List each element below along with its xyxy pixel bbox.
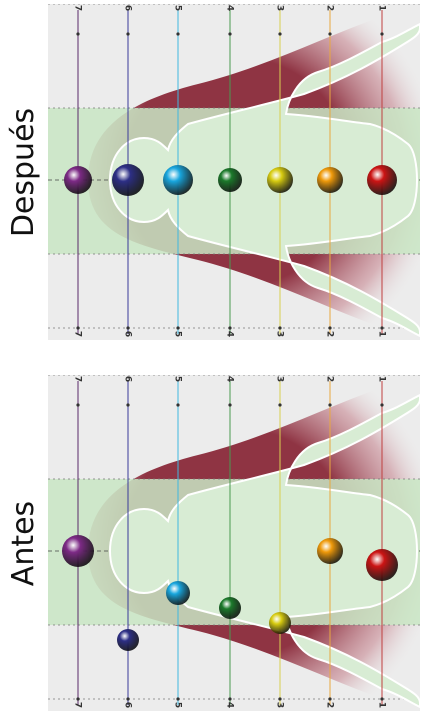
level-tick xyxy=(380,403,384,407)
level-tick xyxy=(126,697,130,701)
level-tick xyxy=(278,403,282,407)
level-number-1: 1 xyxy=(377,376,387,382)
chakra-sphere-2 xyxy=(317,538,343,564)
level-number-7: 7 xyxy=(73,5,83,11)
before-panel: 7 7 6 6 5 5 4 4 3 3 2 2 1 1 xyxy=(48,375,420,711)
chakra-sphere-7 xyxy=(64,166,92,194)
after-diagram: 7 7 6 6 5 5 4 4 3 3 2 2 1 1 xyxy=(48,4,420,340)
level-number-2: 2 xyxy=(325,376,335,382)
level-tick xyxy=(228,32,232,36)
level-tick xyxy=(76,697,80,701)
chakra-sphere-2 xyxy=(317,167,343,193)
level-number-2: 2 xyxy=(325,702,335,708)
level-tick xyxy=(228,697,232,701)
level-number-3: 3 xyxy=(275,376,285,382)
chakra-sphere-5 xyxy=(163,165,193,195)
level-tick xyxy=(228,403,232,407)
level-tick xyxy=(126,326,130,330)
level-tick xyxy=(278,326,282,330)
chakra-sphere-6 xyxy=(112,164,144,196)
level-number-1: 1 xyxy=(377,702,387,708)
chakra-sphere-4 xyxy=(219,597,241,619)
level-number-6: 6 xyxy=(123,702,133,708)
after-label: Después xyxy=(6,107,42,237)
level-number-4: 4 xyxy=(225,376,235,382)
level-tick xyxy=(328,32,332,36)
level-tick xyxy=(176,403,180,407)
human-figure xyxy=(108,22,420,338)
before-diagram: 7 7 6 6 5 5 4 4 3 3 2 2 1 1 xyxy=(48,375,420,711)
chakra-sphere-1 xyxy=(366,549,398,581)
level-number-6: 6 xyxy=(123,376,133,382)
level-tick xyxy=(76,326,80,330)
level-tick xyxy=(380,326,384,330)
level-tick xyxy=(380,697,384,701)
chakra-sphere-3 xyxy=(267,167,293,193)
level-tick xyxy=(126,403,130,407)
level-tick xyxy=(328,403,332,407)
chakra-sphere-1 xyxy=(367,165,397,195)
level-tick xyxy=(328,326,332,330)
after-label-container: Después xyxy=(0,4,48,340)
level-tick xyxy=(76,403,80,407)
level-number-3: 3 xyxy=(275,702,285,708)
level-number-1: 1 xyxy=(377,331,387,337)
level-number-2: 2 xyxy=(325,5,335,11)
after-panel: 7 7 6 6 5 5 4 4 3 3 2 2 1 1 xyxy=(48,4,420,340)
level-tick xyxy=(176,32,180,36)
chakra-sphere-3 xyxy=(269,612,291,634)
level-number-3: 3 xyxy=(275,331,285,337)
before-label-container: Antes xyxy=(0,375,48,711)
human-figure xyxy=(108,393,420,709)
level-number-7: 7 xyxy=(73,331,83,337)
level-number-6: 6 xyxy=(123,5,133,11)
level-tick xyxy=(176,697,180,701)
level-number-4: 4 xyxy=(225,702,235,708)
level-tick xyxy=(278,697,282,701)
level-number-5: 5 xyxy=(173,702,183,708)
level-number-7: 7 xyxy=(73,702,83,708)
level-number-5: 5 xyxy=(173,331,183,337)
level-tick xyxy=(328,697,332,701)
level-tick xyxy=(76,32,80,36)
level-tick xyxy=(228,326,232,330)
chakra-sphere-4 xyxy=(218,168,242,192)
level-number-2: 2 xyxy=(325,331,335,337)
level-tick xyxy=(380,32,384,36)
level-tick xyxy=(176,326,180,330)
level-number-4: 4 xyxy=(225,5,235,11)
chakra-sphere-7 xyxy=(62,535,94,567)
before-label: Antes xyxy=(6,500,42,586)
level-tick xyxy=(126,32,130,36)
chakra-sphere-6 xyxy=(117,629,139,651)
chakra-sphere-5 xyxy=(166,581,190,605)
level-number-5: 5 xyxy=(173,376,183,382)
level-number-3: 3 xyxy=(275,5,285,11)
level-number-6: 6 xyxy=(123,331,133,337)
level-number-1: 1 xyxy=(377,5,387,11)
level-tick xyxy=(278,32,282,36)
level-number-4: 4 xyxy=(225,331,235,337)
level-number-5: 5 xyxy=(173,5,183,11)
level-number-7: 7 xyxy=(73,376,83,382)
